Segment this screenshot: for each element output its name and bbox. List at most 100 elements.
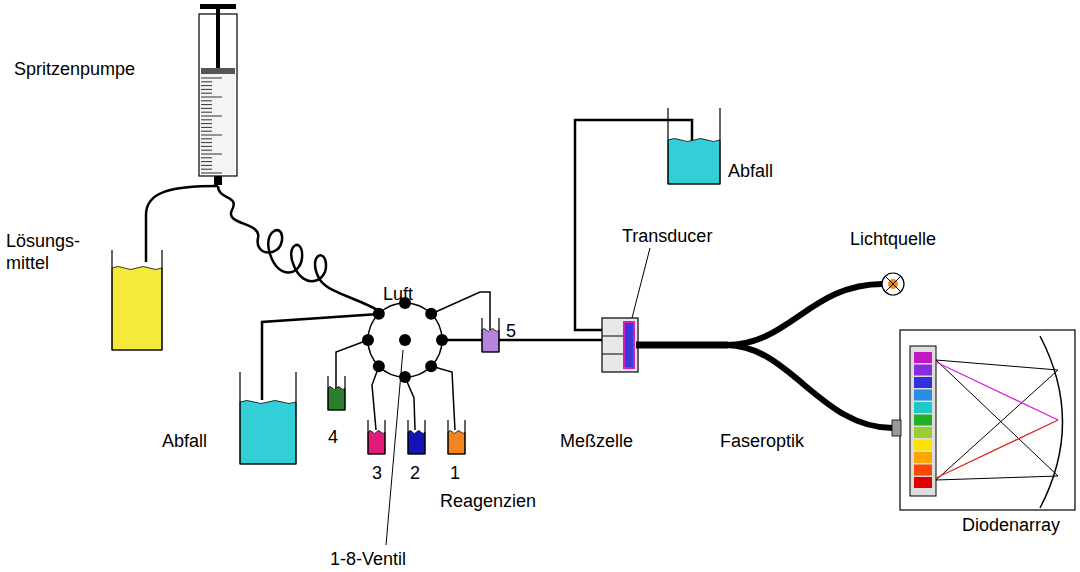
reagent-bottle-glass <box>408 420 425 454</box>
diode-cell <box>914 427 932 438</box>
solvent-tube <box>145 215 148 262</box>
syringe-handle <box>200 4 236 9</box>
reagent-bottle-liquid <box>328 387 345 411</box>
light-ray <box>936 360 1058 370</box>
sample-tube <box>442 339 602 342</box>
reagent-tube <box>336 340 368 390</box>
diode-cell <box>914 452 932 463</box>
part-label: Meßzelle <box>560 430 633 452</box>
syringe-graduation <box>201 154 222 155</box>
measuring-cell <box>602 318 638 372</box>
valve-port <box>373 360 385 372</box>
diode-cell <box>914 377 932 388</box>
valve-port <box>362 334 374 346</box>
diode-cell <box>914 440 932 451</box>
light-ray <box>936 370 1058 480</box>
syringe-tip <box>214 176 222 185</box>
diode-array-frame <box>910 346 936 496</box>
callout-number: 5 <box>506 320 516 342</box>
waste-beaker-glass <box>668 108 720 184</box>
syringe-graduation <box>201 146 212 147</box>
group-label: Reagenzien <box>440 490 536 512</box>
syringe-graduation <box>201 119 212 120</box>
diode-cell <box>914 465 932 476</box>
spectrometer-housing <box>900 330 1075 510</box>
syringe-graduation <box>201 97 222 98</box>
device-label: Diodenarray <box>962 514 1060 536</box>
syringe-graduation <box>201 78 222 79</box>
valve-center <box>399 334 411 346</box>
leader-line <box>632 248 650 318</box>
vessel-label: Abfall <box>728 160 773 182</box>
port-label: Luft <box>383 283 413 305</box>
concave-grating <box>1040 336 1063 508</box>
waste-tube <box>262 314 379 400</box>
reagent-bottle-glass <box>328 376 345 410</box>
reagent-bottle-liquid <box>482 329 499 353</box>
diode-cell <box>914 352 932 363</box>
vessel-label: Lösungs- mittel <box>6 230 86 274</box>
syringe-graduation <box>201 169 212 170</box>
reagent-bottle-glass <box>482 318 499 352</box>
fiber-optic <box>726 345 893 428</box>
syringe-graduation <box>201 138 212 139</box>
syringe-graduation <box>201 85 212 86</box>
part-label: Transducer <box>622 225 712 247</box>
fiber-optic <box>726 284 883 345</box>
transducer <box>624 322 634 368</box>
leader-line <box>386 350 403 545</box>
device-label: Spritzenpumpe <box>14 58 135 80</box>
reagent-bottle-glass <box>448 420 465 454</box>
syringe-graduation <box>201 161 212 162</box>
syringe-graduation <box>201 108 212 109</box>
reagent-bottle-liquid <box>448 431 465 455</box>
part-label: 1-8-Ventil <box>330 548 406 570</box>
syringe-graduation <box>201 150 212 151</box>
lamp-filament <box>885 276 901 292</box>
diode-cell <box>914 415 932 426</box>
reagent-bottle-glass <box>368 420 385 454</box>
syringe-graduation <box>201 100 212 101</box>
valve-port <box>436 334 448 346</box>
valve-port <box>373 308 385 320</box>
waste-beaker-liquid <box>668 139 720 185</box>
callout-number: 3 <box>372 462 382 484</box>
callout-number: 4 <box>328 426 338 448</box>
fiber-connector <box>892 420 901 436</box>
syringe-plunger <box>201 68 235 74</box>
valve-port <box>425 308 437 320</box>
diode-cell <box>914 477 932 488</box>
part-label: Faseroptik <box>720 430 804 452</box>
waste-beaker-liquid <box>240 401 296 465</box>
reagent-tube <box>431 292 490 330</box>
light-ray <box>936 420 1058 478</box>
syringe-graduation <box>201 131 212 132</box>
reagent-bottle-liquid <box>368 431 385 455</box>
diode-cell <box>914 402 932 413</box>
coiled-tube <box>218 186 405 340</box>
light-ray <box>936 476 1058 480</box>
light-source <box>882 273 904 295</box>
syringe-graduation <box>201 81 212 82</box>
syringe-graduation <box>201 173 222 174</box>
syringe-graduation <box>201 157 212 158</box>
syringe-graduation <box>201 135 222 136</box>
part-label: Lichtquelle <box>850 228 936 250</box>
solvent-tube <box>146 186 218 215</box>
vessel-label: Abfall <box>162 430 207 452</box>
valve-port <box>425 360 437 372</box>
solvent-beaker-liquid <box>112 267 162 351</box>
cell-division <box>602 354 626 355</box>
reagent-tube <box>405 377 415 430</box>
cell-division <box>602 336 626 337</box>
light-ray <box>936 362 1058 420</box>
lamp-filament <box>885 276 901 292</box>
fiber-optic <box>636 342 728 349</box>
reagent-tube <box>431 366 455 430</box>
syringe-graduation <box>201 116 222 117</box>
light-ray <box>936 360 1058 476</box>
reagent-tube <box>372 366 379 430</box>
waste-beaker-glass <box>240 372 296 464</box>
callout-number: 1 <box>450 462 460 484</box>
